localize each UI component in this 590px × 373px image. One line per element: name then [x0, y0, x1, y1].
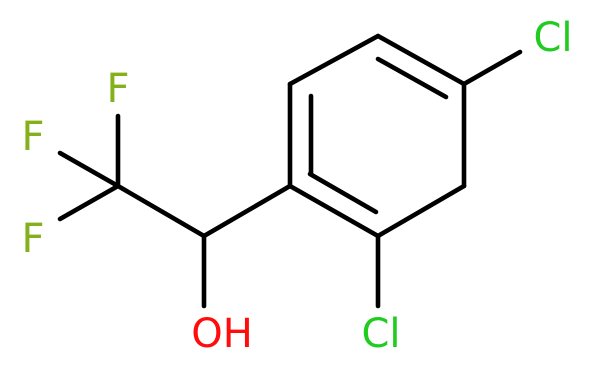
ring-bond-c2-c3	[375, 33, 467, 87]
ring-bond-c5-c6-inner	[307, 171, 379, 215]
ring-bond-c5-c6	[287, 183, 381, 239]
bond-cf3-to-f-mid	[57, 150, 121, 189]
bond-ring-to-cl-para	[461, 49, 523, 87]
ring-bond-c2-c3-inner	[375, 56, 449, 100]
fluorine-mid-label: F	[21, 114, 44, 160]
fluorine-top-label: F	[106, 66, 129, 112]
substituent-bonds	[57, 49, 523, 309]
bond-ring-to-carbinol	[201, 183, 293, 239]
ring-bond-c1-c2	[287, 33, 381, 87]
ring-bond-c4-c5	[375, 183, 467, 239]
benzene-ring	[287, 33, 467, 239]
atom-labels: Cl Cl F F F OH	[21, 15, 572, 357]
bond-carbinol-to-cf3	[115, 183, 207, 239]
hydroxyl-label: OH	[191, 311, 253, 357]
chlorine-ortho-label: Cl	[361, 311, 400, 357]
fluorine-bottom-label: F	[21, 216, 44, 262]
chlorine-para-label: Cl	[533, 15, 572, 61]
bond-cf3-to-f-bottom	[57, 183, 121, 222]
